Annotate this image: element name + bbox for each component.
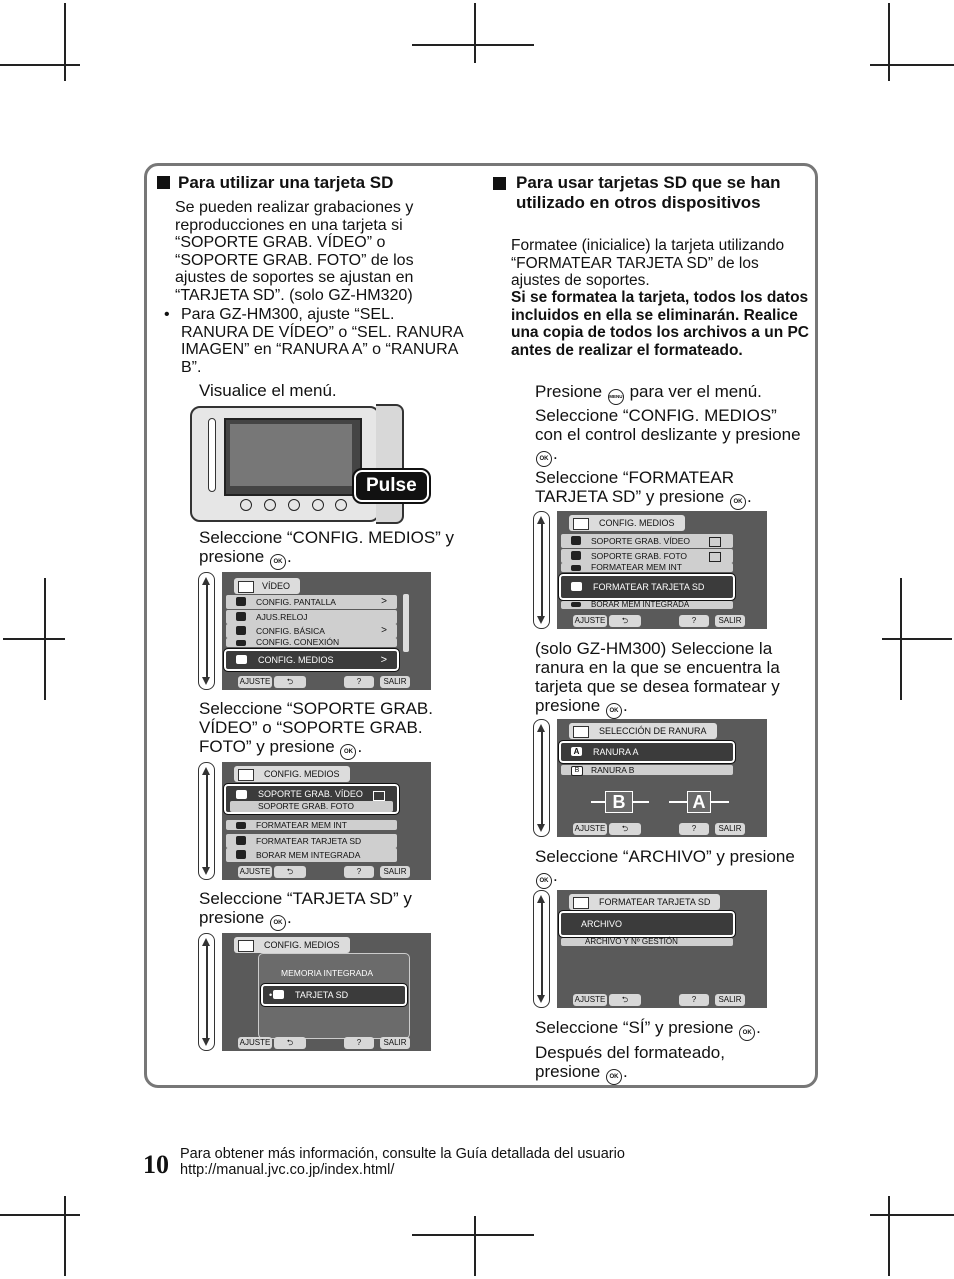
ok-button-icon: OK: [605, 1069, 622, 1085]
slider-control[interactable]: [198, 762, 215, 880]
option-tarjeta-sd[interactable]: •TARJETA SD: [260, 983, 408, 1007]
salir-button[interactable]: SALIR: [380, 676, 410, 688]
right-step-7: Después del formateado, presione OK.: [535, 1043, 775, 1085]
card-slot-b-icon: B: [591, 791, 649, 813]
option-memoria[interactable]: MEMORIA INTEGRADA: [281, 968, 374, 978]
camcorder-illustration: Pulse: [190, 404, 431, 524]
card-slot-a-icon: A: [669, 791, 729, 813]
help-button[interactable]: ?: [679, 994, 709, 1006]
right-section-title: Para usar tarjetas SD que se han utiliza…: [493, 173, 793, 213]
left-step-1: Visualice el menú.: [199, 381, 337, 400]
right-step-2: Seleccione “CONFIG. MEDIOS” con el contr…: [535, 406, 805, 467]
manual-link[interactable]: http://manual.jvc.co.jp/index.html/: [180, 1162, 395, 1178]
back-icon[interactable]: ⮌: [609, 823, 641, 835]
back-icon[interactable]: ⮌: [609, 615, 641, 627]
pulse-callout: Pulse: [352, 468, 431, 504]
right-step-3: Seleccione “FORMATEAR TARJETA SD” y pres…: [535, 468, 795, 510]
left-step-2: Seleccione “CONFIG. MEDIOS” y presione O…: [199, 528, 479, 570]
salir-button[interactable]: SALIR: [380, 866, 410, 878]
ok-button-icon: OK: [269, 554, 286, 570]
ajuste-button[interactable]: AJUSTE: [573, 615, 607, 627]
slider-control[interactable]: [533, 511, 550, 629]
square-bullet-icon: [157, 176, 170, 189]
ajuste-button[interactable]: AJUSTE: [238, 676, 272, 688]
content-frame: [144, 163, 818, 1088]
right-intro: Formatee (inicialice) la tarjeta utiliza…: [511, 237, 785, 289]
left-step-4: Seleccione “TARJETA SD” y presione OK.: [199, 889, 479, 931]
menu-row[interactable]: SOPORTE GRAB. VÍDEO: [561, 534, 733, 548]
ok-button-icon: OK: [730, 494, 746, 510]
right-step-4: (solo GZ-HM300) Seleccione la ranura en …: [535, 639, 815, 719]
right-step-5: Seleccione “ARCHIVO” y presione OK.: [535, 847, 795, 889]
square-bullet-icon: [493, 177, 506, 190]
menu-row[interactable]: FORMATEAR MEM INT: [561, 563, 733, 572]
page-number: 10: [143, 1150, 169, 1179]
right-step-1: Presione MENU para ver el menú.: [535, 382, 815, 405]
screen-formatear: CONFIG. MEDIOS SOPORTE GRAB. VÍDEO SOPOR…: [533, 511, 767, 629]
menu-row[interactable]: BORAR MEM INTEGRADA: [561, 601, 733, 609]
menu-row[interactable]: SOPORTE GRAB. FOTO: [561, 549, 733, 563]
ok-button-icon: OK: [269, 915, 286, 931]
scrollbar[interactable]: [403, 594, 409, 652]
menu-row[interactable]: CONFIG. CONEXIÓN: [226, 638, 397, 647]
right-warning: Si se formatea la tarjeta, todos los dat…: [511, 289, 810, 359]
left-bullet: •Para GZ-HM300, ajuste “SEL. RANURA DE V…: [164, 306, 463, 376]
help-button[interactable]: ?: [344, 866, 374, 878]
slider-control[interactable]: [533, 890, 550, 1008]
slider-control[interactable]: [533, 719, 550, 837]
screen-menu-video: VÍDEO CONFIG. PANTALLA> AJUS.RELOJ CONFI…: [198, 572, 431, 690]
ok-button-icon: OK: [340, 744, 357, 760]
ajuste-button[interactable]: AJUSTE: [238, 866, 272, 878]
help-button[interactable]: ?: [679, 823, 709, 835]
ajuste-button[interactable]: AJUSTE: [238, 1037, 272, 1049]
ok-button-icon: OK: [536, 873, 552, 889]
ok-button-icon: OK: [536, 451, 552, 467]
slider-control[interactable]: [198, 572, 215, 690]
help-button[interactable]: ?: [679, 615, 709, 627]
menu-row[interactable]: CONFIG. PANTALLA>: [226, 595, 397, 609]
menu-button-icon: MENU: [607, 389, 624, 405]
help-button[interactable]: ?: [344, 676, 374, 688]
ajuste-button[interactable]: AJUSTE: [573, 823, 607, 835]
back-icon[interactable]: ⮌: [609, 994, 641, 1006]
right-step-6: Seleccione “SÍ” y presione OK.: [535, 1018, 815, 1041]
back-icon[interactable]: ⮌: [274, 1037, 306, 1049]
salir-button[interactable]: SALIR: [715, 615, 745, 627]
salir-button[interactable]: SALIR: [715, 994, 745, 1006]
menu-row[interactable]: FORMATEAR MEM INT: [226, 820, 397, 830]
left-section-title: Para utilizar una tarjeta SD: [157, 173, 457, 193]
menu-row[interactable]: CONFIG. BÁSICA>: [226, 624, 397, 638]
ok-button-icon: OK: [739, 1025, 756, 1041]
screen-archivo: FORMATEAR TARJETA SD ARCHIVO ARCHIVO Y N…: [533, 890, 767, 1008]
left-intro: Se pueden realizar grabaciones y reprodu…: [175, 199, 414, 304]
ok-button-icon: OK: [605, 703, 622, 719]
menu-row-selected[interactable]: CONFIG. MEDIOS>: [223, 648, 400, 672]
help-button[interactable]: ?: [344, 1037, 374, 1049]
menu-row[interactable]: BORAR MEM INTEGRADA: [226, 848, 397, 862]
back-icon[interactable]: ⮌: [274, 866, 306, 878]
screen-tarjeta-sd: CONFIG. MEDIOS MEMORIA INTEGRADA •TARJET…: [198, 933, 431, 1051]
left-step-3: Seleccione “SOPORTE GRAB. VÍDEO” o “SOPO…: [199, 699, 479, 760]
salir-button[interactable]: SALIR: [715, 823, 745, 835]
menu-row[interactable]: ARCHIVO Y Nº GESTIÓN: [561, 938, 733, 946]
menu-row[interactable]: FORMATEAR TARJETA SD: [226, 834, 397, 848]
menu-row-selected[interactable]: FORMATEAR TARJETA SD: [558, 573, 736, 601]
back-icon[interactable]: ⮌: [274, 676, 306, 688]
menu-row[interactable]: AJUS.RELOJ: [226, 610, 397, 624]
footer-text: Para obtener más información, consulte l…: [180, 1146, 625, 1178]
menu-row-selected[interactable]: ARCHIVO: [558, 910, 736, 938]
slider-control[interactable]: [198, 933, 215, 1051]
salir-button[interactable]: SALIR: [380, 1037, 410, 1049]
ajuste-button[interactable]: AJUSTE: [573, 994, 607, 1006]
